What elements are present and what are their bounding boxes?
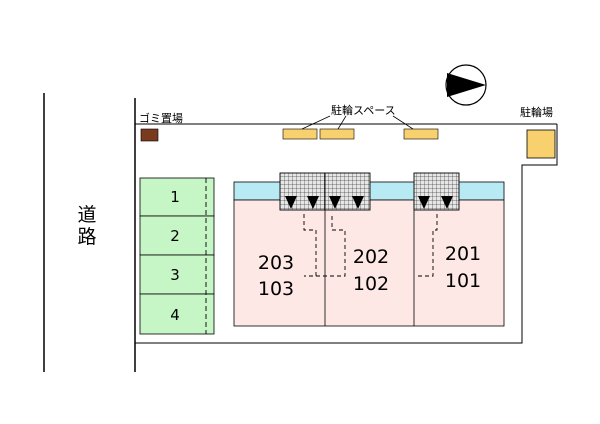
bike-space-1 — [282, 128, 318, 140]
stairs-icon — [279, 172, 326, 211]
stairs-icon — [324, 172, 371, 211]
stair-path — [316, 214, 346, 277]
garbage-label: ゴミ置場 — [139, 111, 183, 125]
parking-number: 1 — [170, 188, 180, 206]
building-body — [233, 199, 505, 327]
bike-space-leader-3 — [392, 115, 414, 130]
parking-number: 4 — [170, 306, 180, 324]
property-boundary-right — [135, 124, 558, 344]
parking-space — [139, 177, 215, 217]
parking-lot: 1 2 3 4 — [139, 177, 215, 335]
bike-space-label: 駐輪スペース — [331, 103, 396, 117]
unit-number-upper: 201 — [445, 243, 481, 265]
road-label-char-1: 道 — [77, 204, 96, 226]
stair-path — [303, 214, 317, 277]
unit-number-upper: 202 — [353, 246, 389, 268]
bike-space-leader-1 — [301, 115, 331, 130]
unit-number-lower: 101 — [445, 270, 481, 292]
parking-space — [139, 293, 215, 335]
garbage-area — [140, 128, 159, 142]
north-arrow-icon — [445, 64, 487, 106]
bike-space-2 — [319, 128, 355, 140]
parking-space — [139, 215, 215, 256]
parking-space — [139, 254, 215, 295]
road-label-char-2: 路 — [77, 226, 96, 248]
unit-number-upper: 203 — [258, 252, 294, 274]
bike-space-leader-2 — [337, 115, 347, 130]
building: 203 103 202 102 201 101 — [233, 172, 505, 327]
bike-parking — [526, 129, 556, 159]
unit-number-lower: 102 — [353, 273, 389, 295]
stairs-icon — [413, 172, 460, 211]
parking-number: 3 — [170, 266, 180, 284]
stair-path — [418, 214, 438, 277]
unit-number-lower: 103 — [258, 278, 294, 300]
bike-parking-label: 駐輪場 — [520, 105, 553, 119]
bike-space-3 — [403, 128, 439, 140]
parking-number: 2 — [170, 227, 180, 245]
